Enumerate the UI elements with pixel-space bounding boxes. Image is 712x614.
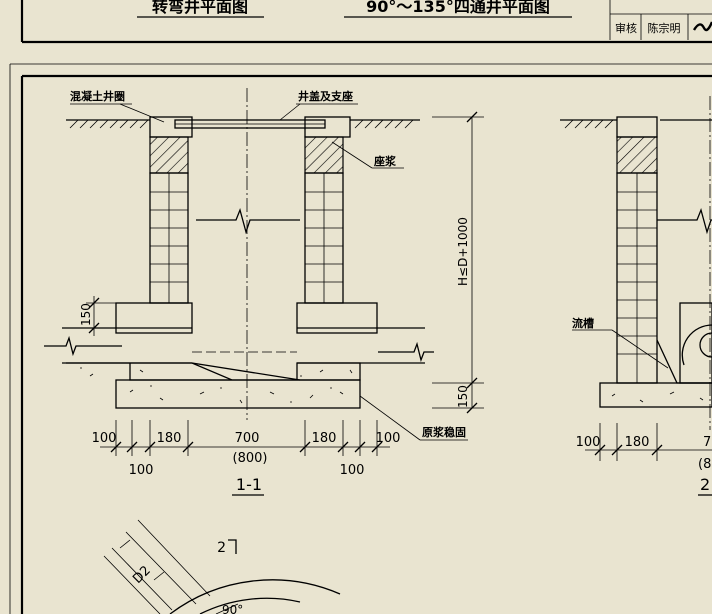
signature-table: 审核 陈宗明 bbox=[609, 0, 712, 40]
base-slab bbox=[115, 379, 361, 409]
brick-wall-left bbox=[149, 172, 189, 304]
dim-height-label: H≤D+1000 bbox=[456, 217, 470, 286]
dim-height: H≤D+1000 150 bbox=[432, 111, 484, 414]
brick-wall-right bbox=[304, 172, 344, 304]
review-label: 审核 bbox=[615, 21, 637, 35]
pipe-collar-right bbox=[296, 302, 378, 334]
label-concrete-ring: 混凝土井圈 bbox=[70, 89, 125, 103]
section-2-2: 流槽 100 180 70 (8 2 bbox=[560, 96, 712, 496]
mortar-bed-left bbox=[149, 136, 189, 174]
title-strip: 转弯井平面图 90°～135°四通井平面图 审核 陈宗明 bbox=[20, 0, 712, 44]
cut-marker: 2 bbox=[217, 540, 226, 556]
label-flow-channel: 流槽 bbox=[572, 316, 594, 330]
pipe-collar-left bbox=[115, 302, 193, 334]
dim-100-low-a: 100 bbox=[129, 463, 154, 478]
caption-mid: 90°～135°四通井平面图 bbox=[366, 0, 550, 16]
reviewer-name: 陈宗明 bbox=[648, 21, 681, 35]
angle-label: 90° bbox=[222, 603, 243, 614]
brick-wall-2 bbox=[616, 172, 658, 384]
dim-150-bottom: 150 bbox=[456, 385, 470, 408]
mortar-bed-2 bbox=[616, 136, 658, 174]
haunch-concrete bbox=[66, 362, 361, 381]
dim-180-a: 180 bbox=[157, 431, 182, 446]
sheet-frame bbox=[9, 63, 712, 614]
dim-100-low-b: 100 bbox=[340, 463, 365, 478]
dim-700: 700 bbox=[235, 431, 260, 446]
dim2-100: 100 bbox=[576, 435, 601, 450]
base-slab-2 bbox=[599, 382, 712, 408]
dim2-70: 70 bbox=[703, 435, 712, 450]
ground-right bbox=[350, 119, 420, 129]
label-cover-seat: 井盖及支座 bbox=[298, 89, 353, 103]
caption-left: 转弯井平面图 bbox=[152, 0, 248, 16]
plan-view: 2 D2 90° bbox=[103, 519, 341, 614]
dim-150-top: 150 bbox=[79, 303, 93, 326]
dim-100-a: 100 bbox=[92, 431, 117, 446]
dim-100-b: 100 bbox=[376, 431, 401, 446]
dim-180-b: 180 bbox=[312, 431, 337, 446]
ground-left bbox=[66, 119, 150, 129]
mortar-bed-right bbox=[304, 136, 344, 174]
signature-mark bbox=[692, 21, 712, 32]
dim-d2: D2 bbox=[130, 563, 154, 587]
label-mortar-bed: 座浆 bbox=[373, 154, 397, 168]
section-1-1: 混凝土井圈 井盖及支座 座浆 原浆稳固 H≤D+1000 150 150 bbox=[44, 88, 484, 496]
concrete-ring-2 bbox=[616, 116, 658, 138]
dim2-180: 180 bbox=[625, 435, 650, 450]
label-grout-stabilize: 原浆稳固 bbox=[422, 425, 466, 439]
dim-150-left: 150 bbox=[79, 296, 116, 336]
dim-horizontal-2: 100 180 70 (8 bbox=[576, 423, 712, 472]
break-line bbox=[196, 207, 300, 235]
dim2-8: (8 bbox=[698, 457, 711, 472]
dim-800: (800) bbox=[233, 451, 268, 466]
dim-horizontal: 100 180 700 (800) 180 100 100 100 bbox=[92, 420, 401, 478]
section-1-1-title: 1-1 bbox=[236, 475, 262, 494]
section-2-title: 2 bbox=[700, 475, 710, 494]
